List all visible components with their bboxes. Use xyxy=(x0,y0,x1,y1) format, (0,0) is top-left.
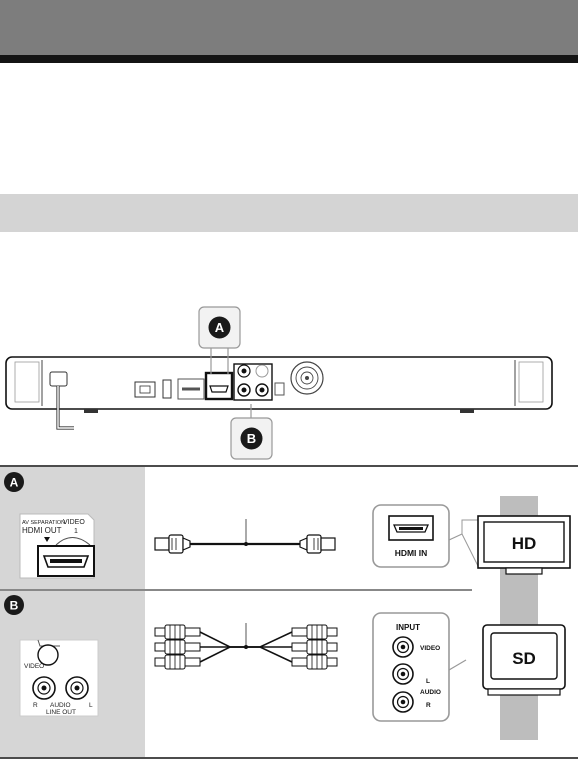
av-separation-label: AV SEPARATION xyxy=(22,520,65,526)
callout-a-label: A xyxy=(215,320,225,335)
header-rule xyxy=(0,55,578,63)
section-bar xyxy=(0,194,578,232)
row-b-badge: B xyxy=(10,599,19,613)
tv-video-label: VIDEO xyxy=(420,645,440,652)
tv-l-label: L xyxy=(426,678,430,685)
callout-a: A xyxy=(198,306,241,374)
jack-b-line-out-label: LINE OUT xyxy=(46,709,76,716)
row-a-badge: A xyxy=(10,476,19,490)
tv-r-label: R xyxy=(426,702,431,709)
hdmi-in-label: HDMI IN xyxy=(395,548,428,558)
hdmi-cable xyxy=(154,519,336,554)
usb-port-icon xyxy=(162,379,172,399)
callout-b: B xyxy=(230,404,273,460)
player-rear-panel xyxy=(5,356,553,430)
hd-label: HD xyxy=(512,534,537,553)
lan-port-icon xyxy=(134,381,156,398)
hdmi-out-label: HDMI OUT xyxy=(22,526,62,535)
callout-b-label: B xyxy=(247,431,256,446)
video-num-label: 1 xyxy=(74,528,78,535)
line-out-jacks-closeup: VIDEO R AUDIO L LINE OUT xyxy=(19,639,99,717)
sd-label: SD xyxy=(512,649,536,668)
tv-input-panel: INPUT VIDEO L AUDIO R xyxy=(372,612,467,722)
ac-inlet-icon xyxy=(49,371,68,387)
hdmi-out-jack-closeup: AV SEPARATION HDMI OUT VIDEO 1 xyxy=(19,513,95,579)
tv-audio-label: AUDIO xyxy=(420,689,441,696)
audio-video-cable xyxy=(154,623,338,670)
input-label: INPUT xyxy=(396,623,420,632)
jack-b-video-label: VIDEO xyxy=(24,663,44,670)
video-label: VIDEO xyxy=(63,519,85,526)
hd-tv-icon: HD xyxy=(461,515,571,575)
sd-tv-icon: SD xyxy=(482,624,566,696)
jack-b-audio-label: AUDIO xyxy=(50,702,71,709)
header-bar xyxy=(0,0,578,55)
jack-b-l-label: L xyxy=(89,702,93,709)
tv-hdmi-in-panel: HDMI IN xyxy=(372,504,463,568)
jack-b-r-label: R xyxy=(33,702,38,709)
